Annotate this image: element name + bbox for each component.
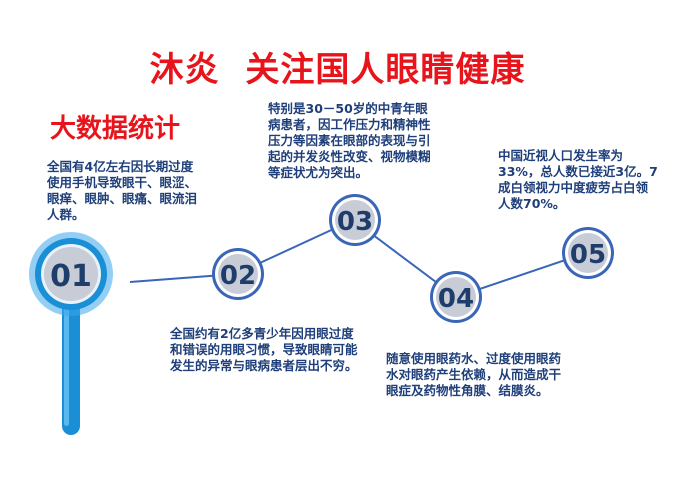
node-04-description: 随意使用眼药水、过度使用眼药水对眼药产生依赖，从而造成干眼症及药物性角膜、结膜炎… [386,351,562,398]
node-04 [430,271,482,323]
node-01-description: 全国有4亿左右因长期过度使用手机导致眼干、眼涩、眼痒、眼肿、眼痛、眼流泪人群。 [47,159,198,222]
node-label-02: 02 [220,261,256,291]
node-02-description: 全国约有2亿多青少年因用眼过度和错误的用眼习惯，导致眼睛可能发生的异常与眼病患者… [170,326,358,373]
node-label-01: 01 [50,259,92,294]
node-label-04: 04 [438,284,474,314]
node-label-03: 03 [337,207,373,237]
page-title: 沐炎 关注国人眼睛健康 [149,50,526,90]
node-03-description: 特别是30－50岁的中青年眼病患者，因工作压力和精神性压力等因素在眼部的表现与引… [268,101,431,180]
node-05-description: 中国近视人口发生率为33%，总人数已接近3亿。7成白领视力中度疲劳占白领人数70… [498,148,658,211]
node-label-05: 05 [570,240,606,270]
node-02 [212,248,264,300]
subtitle: 大数据统计 [50,114,181,144]
magnifier-icon [29,232,113,435]
node-03 [329,194,381,246]
node-05 [562,227,614,279]
